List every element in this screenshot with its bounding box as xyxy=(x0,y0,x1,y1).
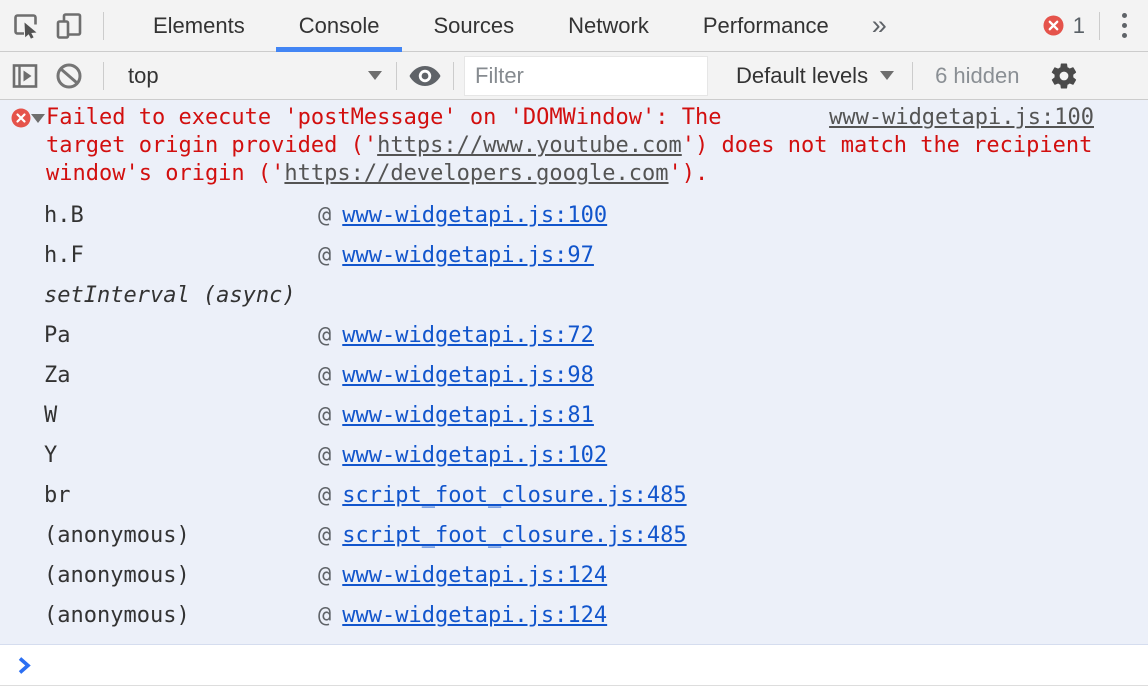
toolbar-separator xyxy=(103,11,104,40)
toolbar-separator xyxy=(1099,11,1100,40)
stack-frame: (anonymous) @ www-widgetapi.js:124 xyxy=(0,556,1148,596)
error-circle-x-icon xyxy=(1043,15,1064,36)
log-levels-dropdown[interactable]: Default levels xyxy=(718,63,912,89)
stack-frame-async: setInterval (async) xyxy=(0,276,1148,316)
error-circle-x-icon xyxy=(11,108,31,128)
console-messages: www-widgetapi.js:100 Failed to execute '… xyxy=(0,100,1148,690)
stack-source-link[interactable]: script_foot_closure.js:485 xyxy=(342,523,687,548)
stack-source-link[interactable]: www-widgetapi.js:98 xyxy=(342,363,594,388)
stack-frame: (anonymous) @ www-widgetapi.js:124 xyxy=(0,596,1148,636)
stack-source-link[interactable]: www-widgetapi.js:72 xyxy=(342,323,594,348)
stack-function: h.F xyxy=(44,243,84,268)
stack-source-link[interactable]: www-widgetapi.js:81 xyxy=(342,403,594,428)
error-text-part: '). xyxy=(668,161,709,186)
context-selected-label: top xyxy=(128,62,159,88)
chevron-down-icon xyxy=(880,71,895,80)
stack-at: @ xyxy=(318,323,332,348)
stack-source-link[interactable]: www-widgetapi.js:124 xyxy=(342,563,608,588)
stack-at: @ xyxy=(318,523,332,548)
stack-frame: h.F @ www-widgetapi.js:97 xyxy=(0,236,1148,276)
stack-at: @ xyxy=(318,563,332,588)
clear-console-icon[interactable] xyxy=(47,54,91,98)
toolbar-separator xyxy=(912,61,914,90)
error-text-part: ') does not match the recipient window's… xyxy=(46,133,1093,186)
stack-source-link[interactable]: www-widgetapi.js:124 xyxy=(342,603,608,628)
device-toolbar-icon[interactable] xyxy=(47,4,91,48)
error-source-link[interactable]: www-widgetapi.js:100 xyxy=(829,105,1094,130)
error-text-part: Failed to execute 'postMessage' on 'DOMW… xyxy=(46,105,722,158)
error-url-link[interactable]: https://www.youtube.com xyxy=(377,133,682,158)
tab-sources[interactable]: Sources xyxy=(433,12,515,38)
stack-function: h.B xyxy=(44,203,84,228)
error-count-badge[interactable]: 1 xyxy=(1043,13,1085,39)
stack-frame: W @ www-widgetapi.js:81 xyxy=(0,396,1148,436)
stack-at: @ xyxy=(318,243,332,268)
stack-source-link[interactable]: www-widgetapi.js:102 xyxy=(342,443,608,468)
stack-function: (anonymous) xyxy=(44,563,190,588)
console-toolbar: top Default levels 6 hidden xyxy=(0,52,1148,100)
error-url-link[interactable]: https://developers.google.com xyxy=(284,161,669,186)
kebab-menu-icon[interactable] xyxy=(1104,4,1144,48)
chevron-right-icon xyxy=(18,656,31,674)
error-count: 1 xyxy=(1072,12,1085,38)
stack-function: Za xyxy=(44,363,71,388)
stack-frame: br @ script_foot_closure.js:485 xyxy=(0,476,1148,516)
stack-frame: Za @ www-widgetapi.js:98 xyxy=(0,356,1148,396)
stack-function: (anonymous) xyxy=(44,523,190,548)
console-error-message: www-widgetapi.js:100 Failed to execute '… xyxy=(0,100,1148,645)
toolbar-separator xyxy=(453,61,454,90)
settings-gear-icon[interactable] xyxy=(1042,54,1086,98)
console-prompt[interactable] xyxy=(0,645,1148,686)
stack-function: Y xyxy=(44,443,58,468)
filter-input[interactable] xyxy=(464,55,708,96)
stack-at: @ xyxy=(318,363,332,388)
stack-function: br xyxy=(44,483,71,508)
stack-at: @ xyxy=(318,203,332,228)
stack-function: W xyxy=(44,403,58,428)
toolbar-separator xyxy=(103,61,104,90)
stack-at: @ xyxy=(318,443,332,468)
stack-frame: Pa @ www-widgetapi.js:72 xyxy=(0,316,1148,356)
inspect-element-icon[interactable] xyxy=(3,4,47,48)
stack-source-link[interactable]: script_foot_closure.js:485 xyxy=(342,483,687,508)
live-expression-eye-icon[interactable] xyxy=(403,54,447,98)
console-sidebar-icon[interactable] xyxy=(3,54,47,98)
tab-performance[interactable]: Performance xyxy=(702,12,829,38)
stack-source-link[interactable]: www-widgetapi.js:100 xyxy=(342,203,608,228)
collapse-stack-triangle-icon[interactable] xyxy=(31,114,45,123)
stack-source-link[interactable]: www-widgetapi.js:97 xyxy=(342,243,594,268)
stack-at: @ xyxy=(318,603,332,628)
stack-frame: (anonymous) @ script_foot_closure.js:485 xyxy=(0,516,1148,556)
tab-elements[interactable]: Elements xyxy=(153,12,245,38)
log-levels-label: Default levels xyxy=(736,62,869,88)
hidden-messages-count: 6 hidden xyxy=(935,62,1020,88)
javascript-context-dropdown[interactable]: top xyxy=(114,63,396,89)
error-stack-trace: h.B @ www-widgetapi.js:100 h.F @ www-wid… xyxy=(0,188,1148,638)
stack-frame: h.B @ www-widgetapi.js:100 xyxy=(0,196,1148,236)
tab-console[interactable]: Console xyxy=(272,0,407,52)
stack-function: (anonymous) xyxy=(44,603,190,628)
main-toolbar: Elements Console Sources Network Perform… xyxy=(0,0,1148,52)
toolbar-separator xyxy=(396,61,397,90)
stack-function: Pa xyxy=(44,323,71,348)
stack-async-label: setInterval (async) xyxy=(44,283,296,308)
error-message-text: www-widgetapi.js:100 Failed to execute '… xyxy=(46,104,1094,188)
stack-at: @ xyxy=(318,483,332,508)
tab-network[interactable]: Network xyxy=(568,12,649,38)
more-tabs-chevron[interactable]: » xyxy=(871,10,887,40)
panel-tabs: Elements Console Sources Network Perform… xyxy=(126,0,856,52)
chevron-down-icon xyxy=(368,71,382,80)
stack-at: @ xyxy=(318,403,332,428)
stack-frame: Y @ www-widgetapi.js:102 xyxy=(0,436,1148,476)
